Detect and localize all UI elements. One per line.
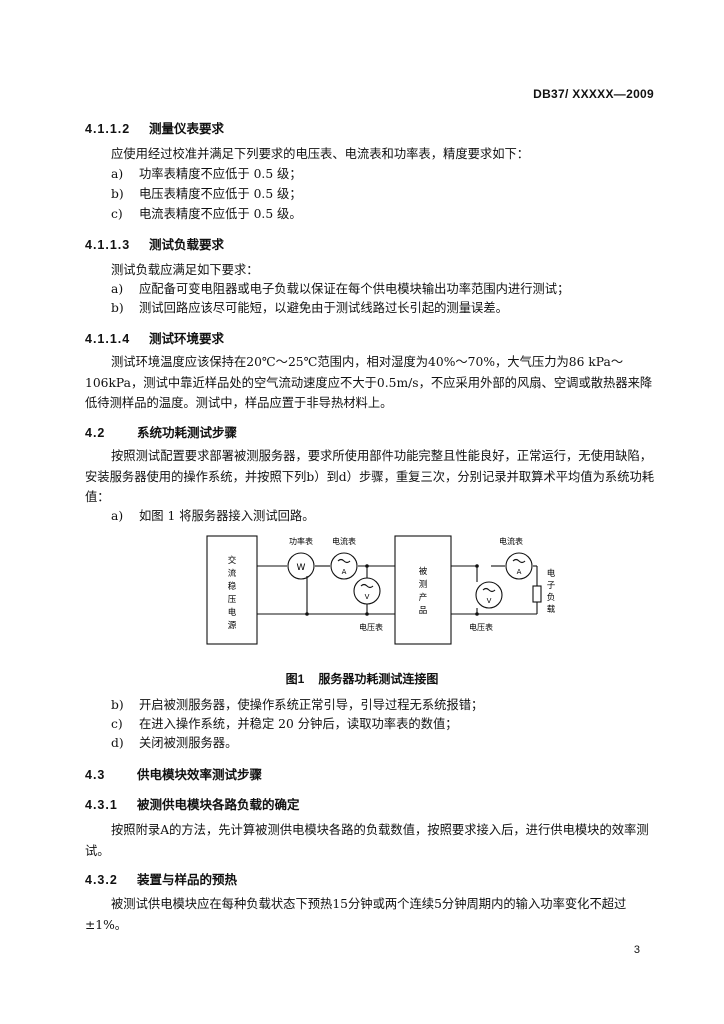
load-label-char: 载	[547, 604, 556, 615]
power-meter-label: 功率表	[289, 536, 313, 546]
list-item: a) 应配备可变电阻器或电子负载以保证在每个供电模块输出功率范围内进行测试；	[111, 279, 661, 299]
list-text: 如图 1 将服务器接入测试回路。	[139, 509, 315, 523]
figure-number: 图1	[285, 672, 305, 686]
ammeter-symbol: A	[342, 568, 347, 576]
list-text: 关闭被测服务器。	[139, 736, 238, 750]
ammeter-label: 电流表	[332, 536, 356, 546]
list-text: 在进入操作系统，并稳定 20 分钟后，读取功率表的数值；	[139, 717, 458, 731]
paragraph: 按照附录A的方法，先计算被测供电模块各路的负载数值，按照要求接入后，进行供电模块…	[85, 823, 649, 858]
power-meter	[287, 552, 315, 580]
list-item: a) 功率表精度不应低于 0.5 级；	[111, 164, 661, 184]
load-label-char: 电	[547, 568, 556, 579]
figure-title: 服务器功耗测试连接图	[318, 672, 439, 686]
dut-label-char: 测	[419, 580, 428, 590]
list-item: c) 在进入操作系统，并稳定 20 分钟后，读取功率表的数值；	[111, 714, 661, 734]
heading-number: 4.3.2	[85, 873, 118, 887]
heading-4-1-1-3: 4.1.1.3 测试负载要求	[85, 234, 224, 253]
list-label: c)	[111, 717, 123, 731]
source-label-char: 源	[228, 621, 237, 631]
list-label: c)	[111, 207, 123, 221]
heading-4-3-2: 4.3.2 装置与样品的预热	[85, 869, 237, 888]
ammeter-left	[330, 552, 358, 580]
dut-label-char: 品	[419, 606, 428, 616]
source-label-char: 交	[228, 555, 237, 566]
heading-number: 4.3.1	[85, 798, 118, 812]
list-item: b) 开启被测服务器，使操作系统正常引导，引导过程无系统报错；	[111, 695, 661, 715]
heading-4-3-1: 4.3.1 被测供电模块各路负载的确定	[85, 794, 300, 813]
list-label: a)	[111, 509, 124, 523]
source-label-char: 稳	[228, 581, 237, 592]
heading-4-3: 4.3 供电模块效率测试步骤	[85, 764, 262, 783]
source-label-char: 压	[228, 595, 237, 605]
list-label: b)	[111, 698, 124, 712]
voltmeter-right	[475, 581, 503, 609]
dut-label-char: 产	[419, 592, 428, 603]
electronic-load-resistor	[532, 585, 542, 603]
load-label-char: 负	[547, 592, 556, 603]
ammeter-label: 电流表	[499, 536, 523, 546]
source-label-char: 电	[228, 607, 237, 618]
device-under-test-box	[394, 535, 452, 645]
paragraph: 测试环境温度应该保持在20℃～25℃范围内，相对湿度为40%～70%，大气压力为…	[85, 355, 653, 410]
heading-title: 系统功耗测试步骤	[137, 426, 238, 440]
heading-title: 装置与样品的预热	[137, 873, 238, 887]
load-label-char: 子	[547, 581, 556, 591]
list-text: 电压表精度不应低于 0.5 级；	[139, 187, 302, 201]
heading-number: 4.1.1.3	[85, 238, 131, 252]
ammeter-right	[505, 552, 533, 580]
list-label: b)	[111, 187, 124, 201]
dut-label-char: 被	[419, 566, 428, 577]
figure-caption: 图1 服务器功耗测试连接图	[0, 670, 724, 687]
voltmeter-label: 电压表	[469, 622, 493, 632]
list-label: b)	[111, 301, 124, 315]
list-label: a)	[111, 167, 124, 181]
voltmeter-symbol: V	[365, 593, 370, 601]
heading-title: 测量仪表要求	[149, 122, 225, 136]
paragraph: 应使用经过校准并满足下列要求的电压表、电流表和功率表，精度要求如下：	[111, 147, 530, 161]
list-text: 开启被测服务器，使操作系统正常引导，引导过程无系统报错；	[139, 698, 484, 712]
list-label: d)	[111, 736, 124, 750]
source-label-char: 流	[228, 568, 237, 579]
list-text: 电流表精度不应低于 0.5 级。	[139, 207, 302, 221]
ac-power-source-box	[206, 535, 258, 645]
document-header: DB37/ XXXXX—2009	[533, 87, 654, 101]
list-text: 测试回路应该尽可能短，以避免由于测试线路过长引起的测量误差。	[139, 301, 508, 315]
list-item: b) 电压表精度不应低于 0.5 级；	[111, 184, 661, 204]
ammeter-symbol: A	[517, 568, 522, 576]
test-connection-diagram: W A V A V 功率表 电流表 电压表 电流表 电压表 交 流 稳 压 电 …	[206, 535, 556, 645]
voltmeter-symbol: V	[487, 597, 492, 605]
voltmeter-left	[353, 577, 381, 605]
list-text: 功率表精度不应低于 0.5 级；	[139, 167, 302, 181]
heading-4-2: 4.2 系统功耗测试步骤	[85, 422, 237, 441]
heading-title: 测试环境要求	[149, 332, 225, 346]
heading-title: 被测供电模块各路负载的确定	[137, 798, 300, 812]
page-number: 3	[633, 944, 640, 956]
heading-number: 4.1.1.4	[85, 332, 131, 346]
heading-4-1-1-2: 4.1.1.2 测量仪表要求	[85, 118, 224, 137]
heading-title: 供电模块效率测试步骤	[137, 768, 263, 782]
list-item: b) 测试回路应该尽可能短，以避免由于测试线路过长引起的测量误差。	[111, 298, 661, 318]
voltmeter-label: 电压表	[359, 622, 383, 632]
list-item: c) 电流表精度不应低于 0.5 级。	[111, 204, 661, 224]
list-item: a) 如图 1 将服务器接入测试回路。	[111, 506, 661, 526]
paragraph: 按照测试配置要求部署被测服务器，要求所使用部件功能完整且性能良好，正常运行，无使…	[85, 449, 655, 504]
list-text: 应配备可变电阻器或电子负载以保证在每个供电模块输出功率范围内进行测试；	[139, 282, 570, 296]
heading-4-1-1-4: 4.1.1.4 测试环境要求	[85, 328, 224, 347]
power-meter-symbol: W	[297, 563, 306, 573]
heading-number: 4.1.1.2	[85, 122, 131, 136]
heading-title: 测试负载要求	[149, 238, 225, 252]
heading-number: 4.2	[85, 426, 106, 440]
heading-number: 4.3	[85, 768, 106, 782]
paragraph: 测试负载应满足如下要求：	[111, 263, 259, 277]
list-label: a)	[111, 282, 124, 296]
list-item: d) 关闭被测服务器。	[111, 733, 661, 753]
paragraph: 被测试供电模块应在每种负载状态下预热15分钟或两个连续5分钟周期内的输入功率变化…	[85, 897, 627, 932]
